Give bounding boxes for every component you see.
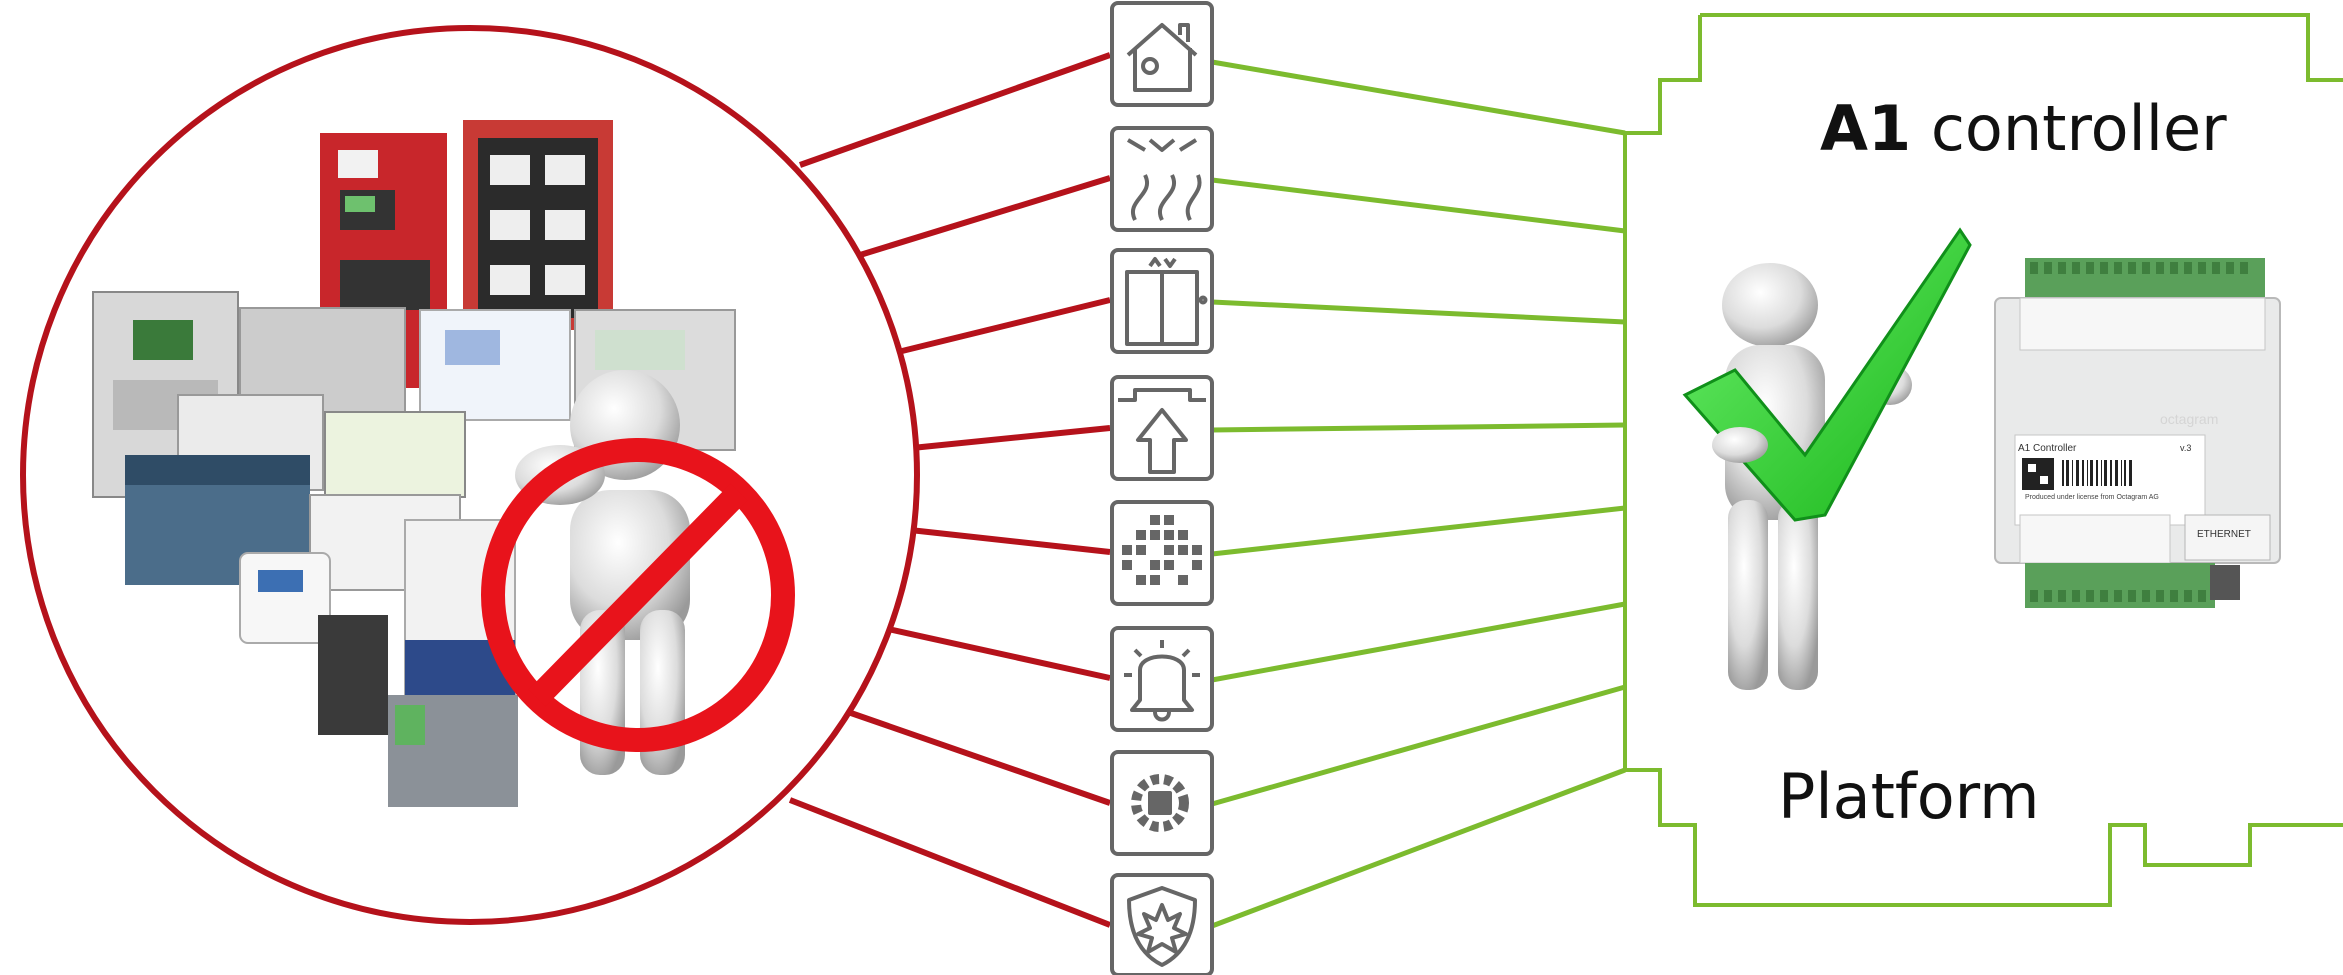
platform-outline	[1623, 13, 2343, 907]
controller-title: A1 controller	[1820, 92, 2227, 165]
device-produced-note: Produced under license from Octagram AG	[2025, 494, 2159, 501]
processor-gear-icon	[1110, 750, 1214, 856]
alarm-bell-icon	[1110, 626, 1214, 732]
controller-title-bold: A1	[1820, 92, 1912, 165]
evacuation-exit-icon	[1110, 375, 1214, 481]
a1-controller-device	[1994, 258, 2281, 608]
legacy-connection-lines	[788, 52, 1112, 928]
platform-label: Platform	[1778, 760, 2040, 833]
device-label: A1 Controller	[2018, 443, 2077, 454]
controller-title-rest: controller	[1911, 92, 2227, 165]
device-brand: octagram	[2160, 411, 2219, 427]
icon-column	[1110, 1, 1214, 975]
security-shield-icon	[1110, 873, 1214, 975]
ventilation-icon	[1110, 126, 1214, 232]
platform-connection-lines	[1211, 59, 1626, 929]
device-version: v.3	[2180, 443, 2192, 453]
home-icon	[1110, 1, 1214, 107]
legacy-systems-circle	[20, 25, 920, 925]
elevator-icon	[1110, 248, 1214, 354]
approval-figure	[1682, 227, 1972, 690]
ethernet-port-label: ETHERNET	[2197, 529, 2251, 540]
building-facade-icon	[1110, 500, 1214, 606]
